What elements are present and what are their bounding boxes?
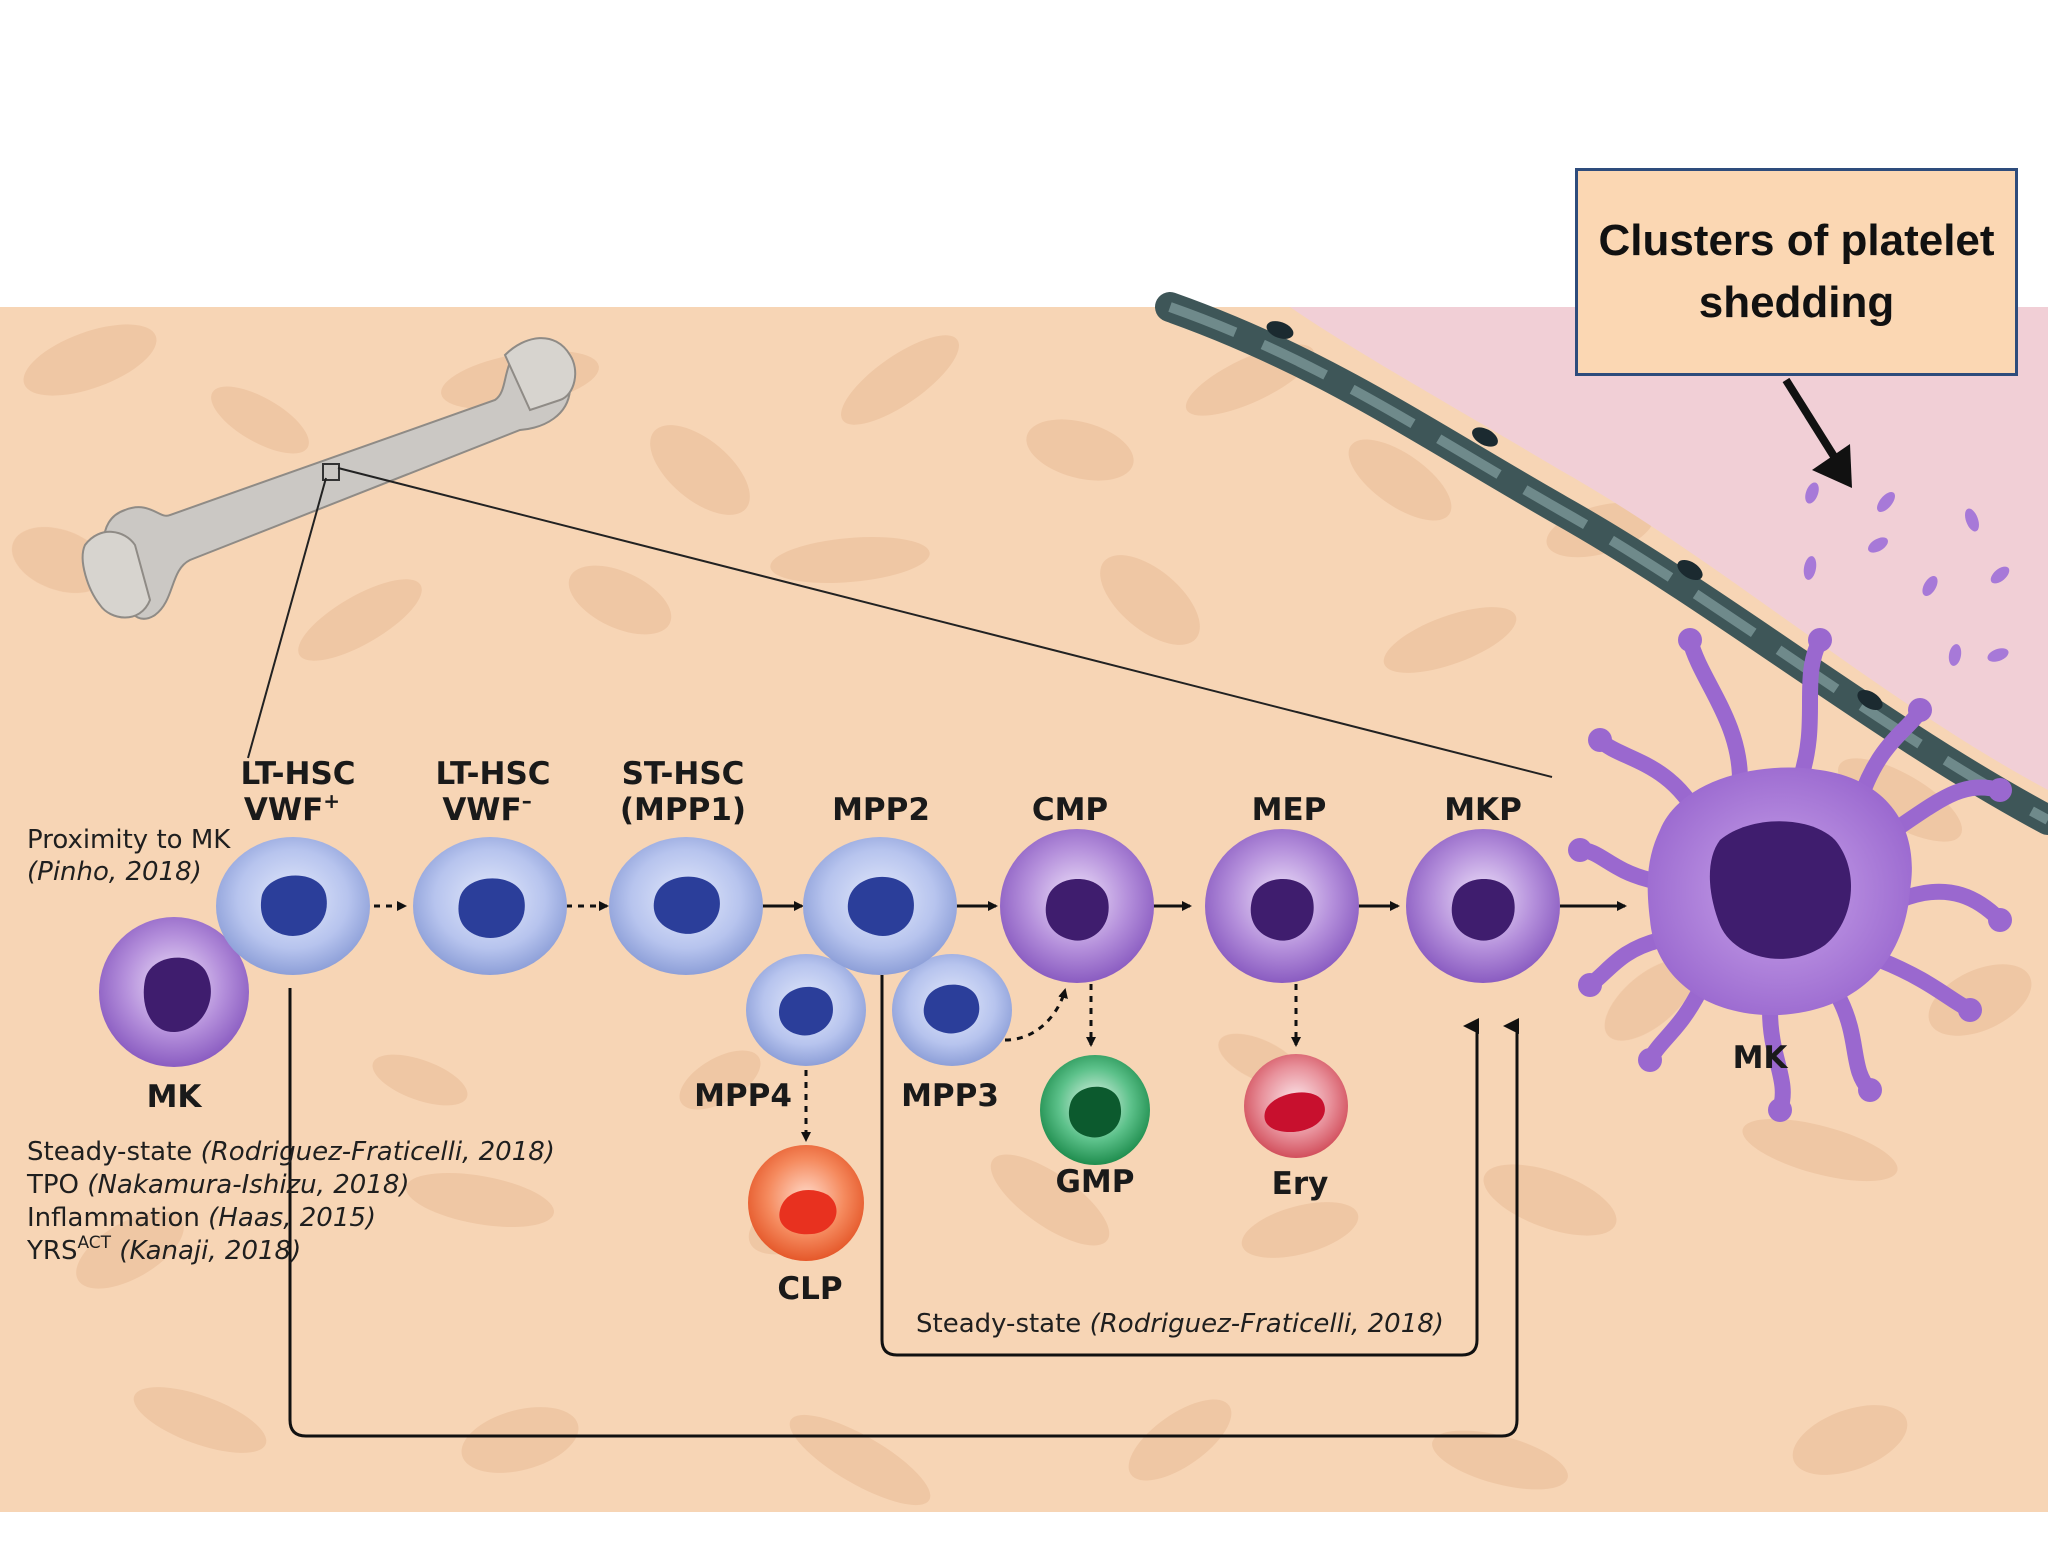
label-lt-hsc-vwf-neg-line1: LT-HSC [435,756,550,792]
cell-mpp4 [746,954,866,1066]
cell-mpp3 [892,954,1012,1066]
label-mk-right: MK [1733,1040,1789,1076]
cell-cmp [1000,829,1154,983]
label-gmp: GMP [1055,1164,1134,1200]
label-lt-hsc-vwf-neg-line2: VWF– [442,789,531,828]
cell-ery [1244,1054,1348,1158]
label-mk-left: MK [147,1079,203,1115]
cell-mpp2 [803,837,957,975]
citation-bottom: Steady-state (Rodriguez-Fraticelli, 2018… [916,1309,1444,1339]
zoom-box [322,463,340,481]
citation-list-item: Inflammation (Haas, 2015) [27,1203,376,1233]
label-mpp3: MPP3 [901,1078,999,1114]
cell-mkp [1406,829,1560,983]
cell-gmp [1040,1055,1150,1165]
callout-box: Clusters of platelet shedding [1575,168,2018,376]
label-st-hsc-line1: ST-HSC [622,756,745,792]
megakaryocyte-large [1568,628,2012,1122]
cell-lt-hsc-vwf-neg [413,837,567,975]
citation-proximity: Proximity to MK [27,825,231,855]
label-st-hsc-line2: (MPP1) [620,792,746,828]
label-lt-hsc-vwf-pos-line2: VWF+ [244,789,340,828]
cell-lt-hsc-vwf-pos [216,837,370,975]
citation-list-item: Steady-state (Rodriguez-Fraticelli, 2018… [27,1137,555,1167]
cell-st-hsc [609,837,763,975]
label-lt-hsc-vwf-pos-line1: LT-HSC [240,756,355,792]
label-mpp4: MPP4 [694,1078,792,1114]
label-clp: CLP [777,1271,842,1307]
platelets [1803,482,2010,666]
callout-arrow [1782,377,1852,488]
citation-list-item: TPO (Nakamura-Ishizu, 2018) [26,1170,410,1200]
label-ery: Ery [1272,1166,1329,1202]
callout-text: Clusters of platelet shedding [1598,216,1995,327]
citation-list-item: YRSACT (Kanaji, 2018) [26,1233,301,1266]
label-cmp: CMP [1032,792,1108,828]
blood-vessel-lumen [1290,307,2048,790]
femur-bone [81,337,577,620]
zoom-line-right [337,467,1553,778]
label-mpp2: MPP2 [832,792,930,828]
megakaryocyte-small [99,917,249,1067]
citation-proximity-ref: (Pinho, 2018) [27,857,202,887]
label-mkp: MKP [1444,792,1522,828]
cell-clp [748,1145,864,1261]
cell-mep [1205,829,1359,983]
label-mep: MEP [1252,792,1327,828]
lineage-arrows [288,901,1627,1438]
zoom-line-left [247,477,327,759]
